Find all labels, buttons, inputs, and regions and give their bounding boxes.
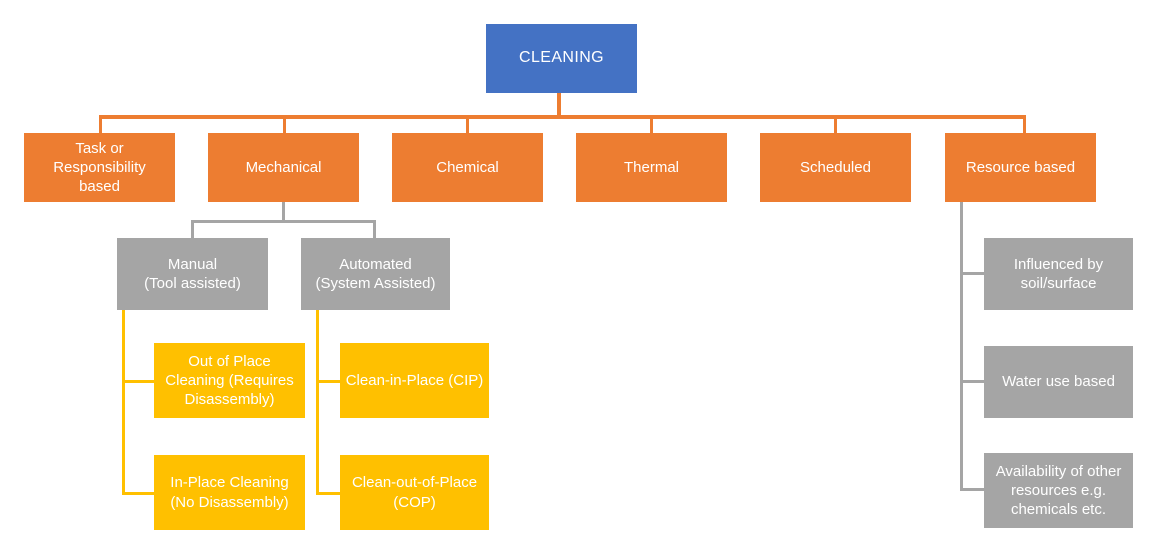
node-water-use-based[interactable]: Water use based (984, 346, 1133, 418)
node-water-use-based-label: Water use based (1002, 373, 1115, 391)
connector-level1-drop-5 (834, 115, 837, 133)
connector-mechanical-stem (282, 200, 285, 222)
connector-resource-branch-3 (960, 488, 985, 491)
connector-automated-branch-2 (316, 492, 341, 495)
connector-mechanical-drop-manual (191, 220, 194, 238)
node-automated-system-assisted[interactable]: Automated (System Assisted) (301, 238, 450, 310)
connector-automated-branch-1 (316, 380, 341, 383)
node-clean-out-of-place-cop-label: Clean-out-of-Place (COP) (351, 474, 478, 511)
node-in-place-cleaning-label: In-Place Cleaning (No Disassembly) (170, 474, 289, 511)
node-manual-tool-assisted-label: Manual (Tool assisted) (144, 255, 241, 292)
node-availability-of-other-resources-label: Availability of other resources e.g. che… (995, 462, 1122, 519)
connector-root-stem (557, 93, 561, 119)
node-clean-out-of-place-cop[interactable]: Clean-out-of-Place (COP) (340, 455, 489, 530)
node-cleaning[interactable]: CLEANING (486, 24, 637, 93)
node-resource-based[interactable]: Resource based (945, 133, 1096, 202)
node-out-of-place-cleaning[interactable]: Out of Place Cleaning (Requires Disassem… (154, 343, 305, 418)
node-task-or-responsibility-based-label: Task or Responsibility based (53, 139, 146, 196)
node-scheduled-label: Scheduled (800, 158, 871, 176)
node-manual-tool-assisted[interactable]: Manual (Tool assisted) (117, 238, 268, 310)
connector-level1-drop-3 (466, 115, 469, 133)
connector-mechanical-drop-automated (373, 220, 376, 238)
connector-resource-branch-2 (960, 380, 985, 383)
node-out-of-place-cleaning-label: Out of Place Cleaning (Requires Disassem… (165, 352, 294, 409)
node-influenced-by-soil-surface[interactable]: Influenced by soil/surface (984, 238, 1133, 310)
connector-manual-branch-1 (122, 380, 155, 383)
connector-level1-drop-6 (1023, 115, 1026, 133)
node-thermal[interactable]: Thermal (576, 133, 727, 202)
node-mechanical[interactable]: Mechanical (208, 133, 359, 202)
connector-level1-bus (99, 115, 1026, 119)
connector-level1-drop-2 (283, 115, 286, 133)
node-scheduled[interactable]: Scheduled (760, 133, 911, 202)
node-clean-in-place-cip-label: Clean-in-Place (CIP) (345, 371, 484, 389)
node-task-or-responsibility-based[interactable]: Task or Responsibility based (24, 133, 175, 202)
node-cleaning-label: CLEANING (519, 49, 604, 67)
node-automated-system-assisted-label: Automated (System Assisted) (315, 255, 436, 292)
connector-automated-spine (316, 310, 319, 495)
connector-manual-spine (122, 310, 125, 495)
node-mechanical-label: Mechanical (245, 158, 322, 176)
node-resource-based-label: Resource based (965, 158, 1076, 176)
connector-resource-spine (960, 200, 963, 490)
node-chemical-label: Chemical (436, 158, 499, 176)
node-in-place-cleaning[interactable]: In-Place Cleaning (No Disassembly) (154, 455, 305, 530)
connector-mechanical-bus (191, 220, 376, 223)
node-availability-of-other-resources[interactable]: Availability of other resources e.g. che… (984, 453, 1133, 528)
node-clean-in-place-cip[interactable]: Clean-in-Place (CIP) (340, 343, 489, 418)
connector-resource-branch-1 (960, 272, 985, 275)
connector-level1-drop-4 (650, 115, 653, 133)
node-influenced-by-soil-surface-label: Influenced by soil/surface (1013, 255, 1104, 292)
node-thermal-label: Thermal (623, 158, 679, 176)
connector-level1-drop-1 (99, 115, 102, 133)
node-chemical[interactable]: Chemical (392, 133, 543, 202)
connector-manual-branch-2 (122, 492, 155, 495)
